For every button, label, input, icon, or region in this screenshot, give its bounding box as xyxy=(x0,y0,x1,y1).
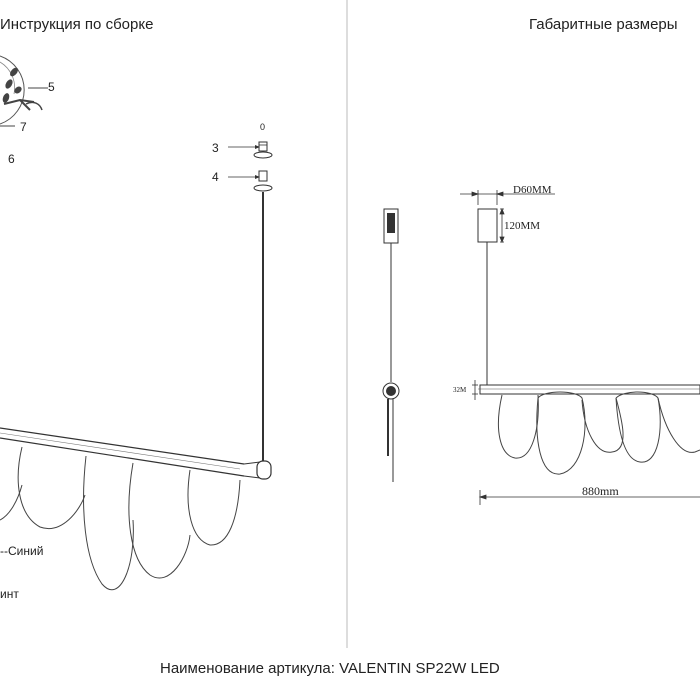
part-label-4: 4 xyxy=(212,170,219,184)
product-name: Наименование артикула: VALENTIN SP22W LE… xyxy=(160,660,500,677)
part-label-3: 3 xyxy=(212,141,219,155)
side-view xyxy=(382,208,400,482)
dimensions-title: Габаритные размеры xyxy=(529,16,678,33)
part-label-5: 5 xyxy=(48,80,55,94)
part-label-0: 0 xyxy=(260,122,266,132)
parts-bag xyxy=(0,55,48,127)
front-shades xyxy=(497,391,700,475)
dimension-length: 880mm xyxy=(582,484,619,498)
glass-shades xyxy=(0,446,241,591)
assembly-title: Инструкция по сборке xyxy=(0,16,154,33)
part-label-6: 6 xyxy=(8,152,15,166)
dimension-diameter: D60MM xyxy=(513,184,552,196)
legend-blue: --Синий xyxy=(0,544,44,558)
front-view xyxy=(477,208,700,395)
light-bar xyxy=(0,427,272,480)
dimension-lines xyxy=(460,190,700,505)
canopy-parts xyxy=(228,141,273,192)
part-label-7: 7 xyxy=(20,120,27,134)
dimension-canopy-height: 120MM xyxy=(504,220,541,232)
dimension-bar-height: 32M xyxy=(453,386,467,394)
legend-screw: инт xyxy=(0,587,19,601)
